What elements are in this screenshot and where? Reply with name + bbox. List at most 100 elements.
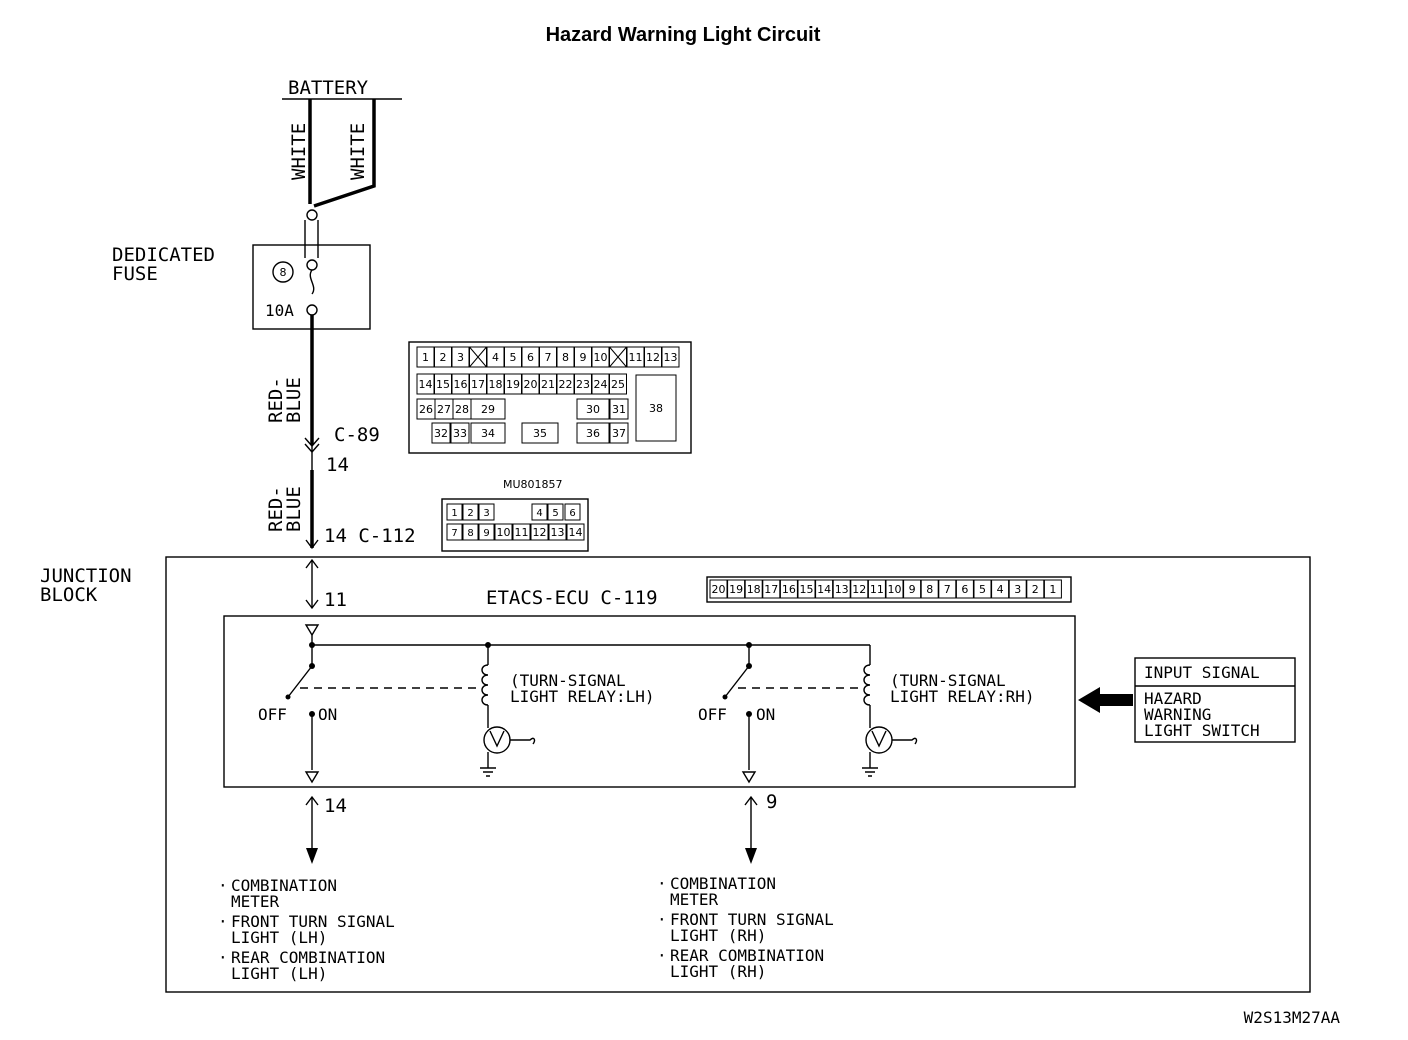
output-rh-arrow-icon [745,848,757,864]
relay-rh-label-line2: LIGHT RELAY:RH) [890,687,1035,706]
dedicated-fuse: DEDICATED FUSE 8 10A [112,209,371,330]
fuse-rating: 10A [265,301,294,320]
pin-out-9: 9 [766,791,777,813]
wire-white-right [313,99,376,208]
ecu-pin [867,579,886,599]
ecu-pin [797,579,816,599]
svg-text:·: · [218,912,228,931]
pin-number: 13 [551,526,565,539]
pin-number: 17 [764,583,778,596]
fuse-number-circle [272,261,294,283]
wire-label-white-left: WHITE [288,123,310,180]
ecu-input-terminal [304,624,320,637]
wire-label-red-2: RED- [265,486,287,532]
input-signal: INPUT SIGNAL HAZARD WARNING LIGHT SWITCH [1078,657,1296,743]
c112-pin [478,523,495,541]
pin-number: 1 [422,351,429,364]
pin-number: 20 [712,583,726,596]
input-signal-header: INPUT SIGNAL [1144,663,1260,682]
pin-number: 32 [434,427,448,440]
wire-label-blue-2: BLUE [283,486,305,532]
output-rh-2-line2: LIGHT (RH) [670,926,766,945]
c89-pin [609,373,627,395]
output-lh-2-line2: LIGHT (LH) [231,928,327,947]
pin-number: 31 [612,403,626,416]
pin-number: 36 [586,427,600,440]
pin-number: 9 [483,528,489,539]
fuse-element-icon [309,269,315,295]
pin-number: 14 [817,583,831,596]
pin-number: 8 [926,583,933,596]
output-rh-3-line2: LIGHT (RH) [670,962,766,981]
connector-c112-label: 14 C-112 [324,525,416,547]
input-signal-box [1134,657,1296,743]
pin-number: 3 [1014,583,1021,596]
battery-label: BATTERY [288,77,369,99]
pin-number: 13 [835,583,849,596]
pin-number: 1 [451,508,457,519]
pin-number: 21 [541,378,555,391]
pin-number: 35 [533,427,547,440]
fuse-sleeve [304,220,319,258]
pin-number: 5 [510,351,517,364]
ecu-pin [779,579,798,599]
battery: BATTERY WHITE WHITE [282,77,402,208]
fuse-top-terminal [306,209,318,221]
input-signal-arrow-icon [1078,687,1133,713]
output-rh-3-line1: REAR COMBINATION [670,946,824,965]
output-lh-3-line2: LIGHT (LH) [231,964,327,983]
pin-number: 17 [471,378,485,391]
pin-number: 8 [467,528,473,539]
pin-number: 9 [909,583,916,596]
pin-number: 4 [997,583,1004,596]
pin-number: 2 [467,508,473,519]
ecu-pin [1043,579,1062,599]
switch-lh-on: ON [318,705,337,724]
c112-pin [530,523,549,541]
pin-number: 2 [440,351,447,364]
c112-pin [478,503,495,521]
input-signal-line2: WARNING [1144,705,1211,724]
connector-c112-mark [305,539,319,550]
pin-number: 9 [580,351,587,364]
switch-rh-off: OFF [698,705,727,724]
svg-text:·: · [657,910,667,929]
pin-number: 37 [612,427,626,440]
fuse-mid-terminal [306,259,318,271]
switch-rh-blade [724,665,750,698]
wire-label-red-1: RED- [265,377,287,423]
output-lh-1-line2: METER [231,892,280,911]
output-lh-2-line1: FRONT TURN SIGNAL [231,912,395,931]
pin-number: 23 [576,378,590,391]
junction-block-label-line2: BLOCK [40,584,98,606]
output-lh-arrow-icon [306,848,318,864]
output-rh-1-line2: METER [670,890,719,909]
pin-number: 12 [646,351,660,364]
c112-pin [494,523,513,541]
ecu-pin [973,579,992,599]
pin-number: 10 [497,526,511,539]
c89-pin [431,422,451,444]
diagram-title: Hazard Warning Light Circuit [546,24,821,46]
c89-pin [521,422,559,444]
pin-number: 12 [533,526,547,539]
wire-red-blue: RED- BLUE RED- BLUE C-89 14 14 C-112 [265,315,416,550]
connector-c89-label: C-89 [334,424,380,446]
pin-number: 14 [419,378,433,391]
pin-number: 3 [457,351,464,364]
pin-number: 18 [489,378,503,391]
relay-lh-lamp-icon [483,726,511,754]
relay-rh-label-line1: (TURN-SIGNAL [890,671,1006,690]
svg-text:·: · [657,874,667,893]
pin-number: 8 [562,351,569,364]
connector-c112-part-number: MU801857 [503,478,563,491]
ecu-pin [885,579,904,599]
pin-number: 11 [515,526,529,539]
c112-pin [564,503,581,521]
relay-lh-coil-icon [481,664,489,706]
pin-number: 26 [419,403,433,416]
pin-number: 18 [747,583,761,596]
ecu-pin [1026,579,1045,599]
input-signal-line1: HAZARD [1144,689,1202,708]
